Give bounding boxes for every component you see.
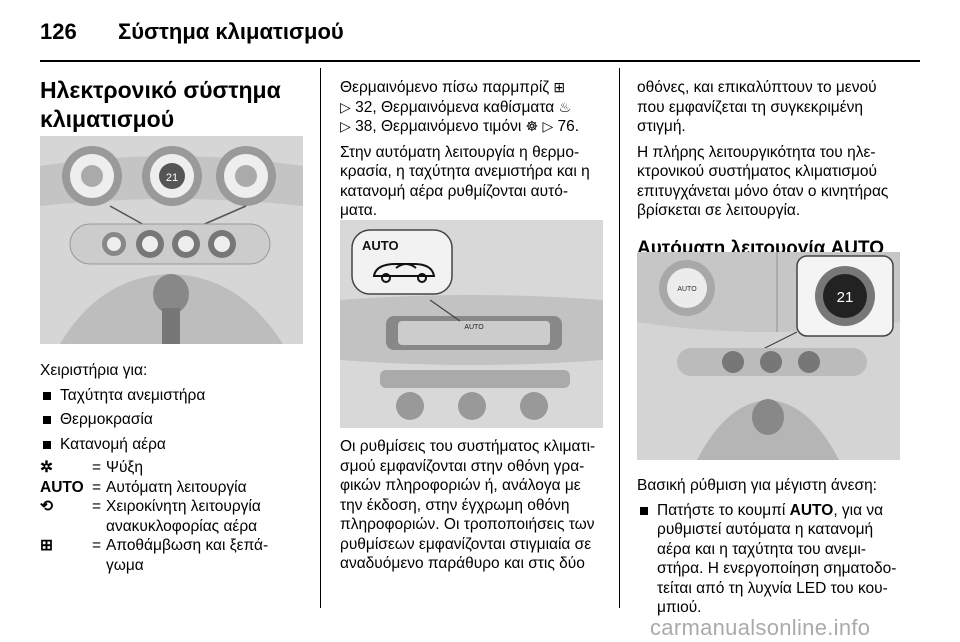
bullet-fan-speed: Ταχύτητα ανεμιστήρα (40, 386, 308, 406)
text-line: φικών πληροφοριών ή, ανάλογα με (340, 477, 581, 494)
bullet-air-distribution: Κατανομή αέρα (40, 435, 308, 455)
display-auto-label: AUTO (464, 324, 484, 331)
auto-key: AUTO (40, 478, 84, 496)
para-overlay: οθόνες, και επικαλύπτουν το μενού που εμ… (637, 78, 917, 137)
page-ref-arrow-icon: ▷ (542, 118, 554, 134)
defrost-icon: ⊞ (40, 537, 53, 554)
text-line: πληροφοριών. Οι τροποποιήσεις των (340, 516, 595, 533)
text-line: Οι ρυθμίσεις του συστήματος κλιματι- (340, 438, 596, 455)
page-ref-arrow-icon: ▷ (340, 98, 351, 115)
text-line: 38, Θερμαινόμενο τιμόνι (355, 118, 522, 135)
temp-readout: 21 (166, 172, 178, 184)
key-desc: Αποθάμβωση και ξεπά-γωμα (106, 536, 308, 575)
text-line: Στην αυτόματη λειτουργία η θερμο- (340, 143, 580, 161)
steering-heating-icon: ☸ (525, 118, 539, 134)
key-desc-line-1: Χειροκίνητη λειτουργία (106, 498, 261, 515)
bullet-text: Κατανομή αέρα (60, 435, 166, 453)
heading-line-1: Ηλεκτρονικό σύστημα (40, 77, 281, 103)
auto-button-photo: AUTO 21 (637, 252, 900, 460)
text-line: , για να (833, 501, 884, 519)
bullet-marker (43, 391, 51, 400)
page-number: 126 (40, 19, 77, 44)
watermark: carmanualsonline.info (650, 615, 871, 640)
text-line: Θερμαινόμενο πίσω παρμπρίζ (340, 79, 550, 96)
column-3-body: Βασική ρύθμιση για μέγιστη άνεση: Πατήστ… (637, 476, 919, 618)
auto-label: AUTO (362, 238, 399, 253)
rear-window-heating-icon: ⊞ (553, 79, 566, 95)
text-line: 76. (557, 118, 580, 135)
text-line: Πατήστε το κουμπί (657, 501, 786, 519)
bullet-marker (43, 416, 51, 424)
heading-line-2: κλιματισμού (40, 106, 175, 132)
column-2: Θερμαινόμενο πίσω παρμπρίζ ⊞ ▷ 32, Θερμα… (340, 78, 608, 221)
text-line: επιτυγχάνεται μόνο όταν ο κινητήρας (637, 182, 889, 200)
dashboard-photo: 21 (40, 136, 303, 344)
column-2-body: Οι ρυθμίσεις του συστήματος κλιματι- σμο… (340, 437, 618, 574)
dashboard-illustration: 21 (40, 136, 303, 344)
text-line: στήρα. Η ενεργοποίηση σηματοδο- (657, 560, 897, 577)
text-line: που εμφανίζεται τη συγκεκριμένη (637, 98, 864, 116)
text-line: αναδυόμενο παράθυρο και στις δύο (340, 555, 585, 572)
bullet-marker (43, 440, 51, 449)
console-illustration: AUTO AUTO (340, 220, 603, 428)
equals-sign: = (92, 459, 102, 476)
column-divider-2 (619, 68, 620, 608)
bullet-text: Ταχύτητα ανεμιστήρα (60, 386, 206, 404)
para-auto-mode: Στην αυτόματη λειτουργία η θερμο- κρασία… (340, 143, 608, 221)
text-line: αέρα και η ταχύτητα του ανεμι- (657, 540, 867, 558)
key-desc: Αυτόματη λειτουργία (106, 478, 247, 496)
header-rule (40, 60, 920, 62)
cooling-icon: ✲ (40, 459, 53, 476)
text-line: κτρονικού συστήματος κλιματισμού (637, 163, 878, 180)
auto-key-inline: AUTO (789, 501, 834, 519)
bullet-text: Θερμοκρασία (60, 411, 153, 428)
car-airflow-icon (372, 263, 436, 283)
key-desc-line-2: ανακυκλοφορίας αέρα (106, 517, 258, 535)
equals-sign: = (92, 478, 102, 496)
temp-display: 21 (837, 289, 854, 306)
text-line: κατανομή αέρα ρυθμίζονται αυτό- (340, 182, 568, 200)
key-desc-line-2: γωμα (106, 556, 144, 574)
section-title: Σύστημα κλιματισμού (118, 19, 344, 44)
text-line: οθόνες, και επικαλύπτουν το μενού (637, 79, 877, 96)
bullet-marker (640, 506, 648, 515)
key-desc-line-1: Αποθάμβωση και ξεπά- (106, 537, 269, 554)
key-desc: Χειροκίνητη λειτουργία ανακυκλοφορίας αέρ… (106, 497, 308, 536)
bullet-temperature: Θερμοκρασία (40, 410, 308, 430)
para-basic-setting: Βασική ρύθμιση για μέγιστη άνεση: (637, 477, 877, 494)
column-1-body: Χειριστήρια για: Ταχύτητα ανεμιστήρα Θερ… (40, 361, 308, 575)
text-line: βρίσκεται σε λειτουργία. (637, 202, 801, 219)
key-desc: Ψύξη (106, 459, 143, 476)
auto-button-illustration: AUTO 21 (637, 252, 900, 460)
column-divider-1 (320, 68, 321, 608)
bullet-press-auto: Πατήστε το κουμπί AUTO, για να ρυθμιστεί… (637, 501, 919, 618)
equals-sign: = (92, 537, 102, 554)
text-line: τείται από τη λυχνία LED του κου- (657, 579, 888, 597)
text-line: ρυθμίσεων εμφανίζονται στιγμιαία σε (340, 535, 592, 553)
para-rear-window: Θερμαινόμενο πίσω παρμπρίζ ⊞ ▷ 32, Θερμα… (340, 78, 608, 137)
recirculation-icon: ⟲ (40, 498, 53, 515)
text-line: ρυθμιστεί αυτόματα η κατανομή (657, 521, 874, 538)
key-table: ✲ = Ψύξη AUTO = Αυτόματη λειτουργία ⟲ = … (40, 458, 308, 575)
text-line: στιγμή. (637, 118, 686, 135)
text-line: 32, Θερμαινόμενα καθίσματα (355, 98, 555, 116)
equals-sign: = (92, 498, 102, 515)
page-ref-arrow-icon: ▷ (340, 118, 351, 134)
text-line: μπιού. (657, 599, 702, 616)
text-line: σμού εμφανίζονται στην οθόνη γρα- (340, 457, 585, 475)
text-line: ματα. (340, 202, 378, 219)
column-1: Ηλεκτρονικό σύστημα κλιματισμού (40, 76, 305, 134)
controls-label: Χειριστήρια για: (40, 362, 148, 379)
para-display-settings: Οι ρυθμίσεις του συστήματος κλιματι- σμο… (340, 437, 618, 574)
para-engine-running: Η πλήρης λειτουργικότητα του ηλε- κτρονι… (637, 143, 917, 221)
seat-heating-icon: ♨ (558, 98, 572, 115)
text-line: Η πλήρης λειτουργικότητα του ηλε- (637, 143, 876, 161)
small-auto-label: AUTO (677, 286, 697, 293)
column-3: οθόνες, και επικαλύπτουν το μενού που εμ… (637, 78, 917, 261)
text-line: την έκδοση, στην έγχρωμη οθόνη (340, 496, 570, 514)
text-line: κρασία, η ταχύτητα ανεμιστήρα και η (340, 163, 590, 180)
console-photo: AUTO AUTO (340, 220, 603, 428)
